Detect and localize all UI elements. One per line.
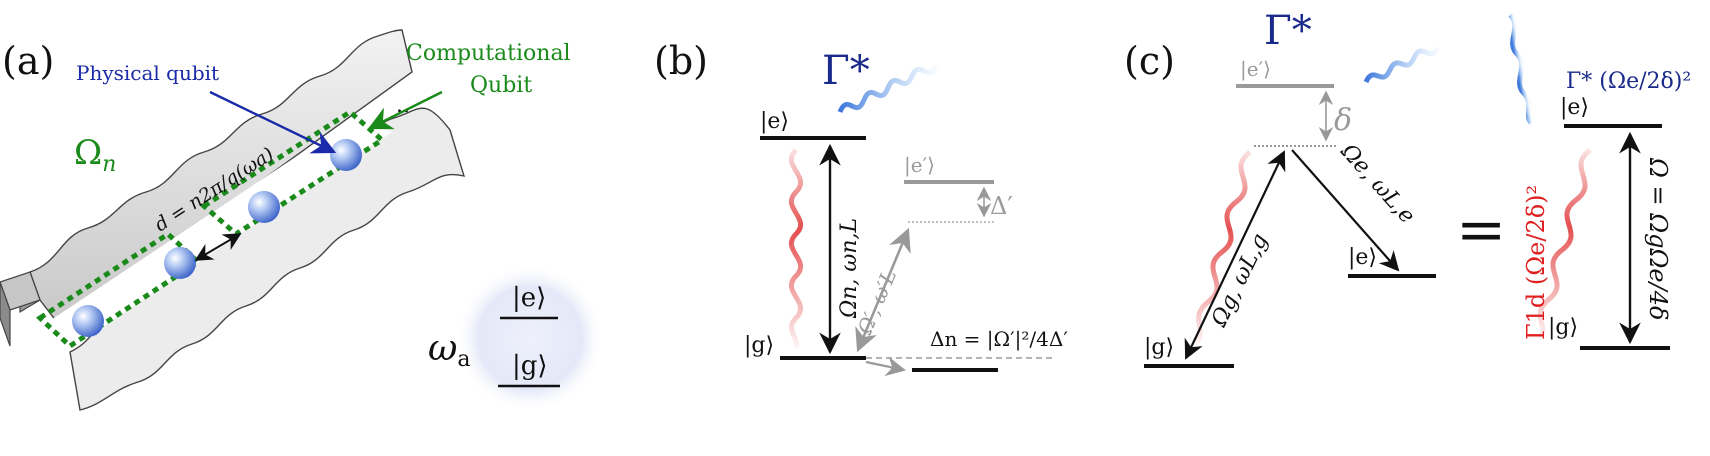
computational-qubit-boxes [35,108,387,350]
panel-c-gamma-eff: Γ* (Ωe/2δ)² [1566,69,1691,94]
computational-box-2 [199,108,387,238]
panel-c-ket-eprime: |e′⟩ [1240,57,1271,82]
computational-qubit-label-line1: Computational [406,41,571,66]
panel-c-ket-e-right: |e⟩ [1560,95,1589,120]
panel-c-emission-wave [1363,46,1441,84]
panel-b-shift-label: Δn = |Ω′|²/4Δ′ [930,327,1068,352]
panel-c-equals: = [1456,195,1506,265]
omega-n-symbol: Ωn [74,133,116,177]
ellipsis: .. [396,93,410,118]
inset-ket-e: |e⟩ [512,283,546,313]
computational-qubit-label-line2: Qubit [470,73,532,98]
panel-c-ket-e-left: |e⟩ [1348,245,1377,270]
back-waveguide-wall [0,29,413,347]
spacing-arrow [194,233,242,261]
waveguide-channel [48,118,392,338]
atoms [72,139,362,337]
panel-b-emission-wave [837,64,939,114]
atom-4 [330,139,362,171]
panel-a-label: (a) [2,39,54,83]
physical-qubit-arrow [209,90,337,154]
omega-a-symbol: ωa [428,328,470,372]
panel-b-ket-e: |e⟩ [760,109,789,134]
panel-c: (c) Γ* |e′⟩ δ |g⟩ |e⟩ Ωg, ωL,g Ωe, ωL,e … [1124,8,1691,368]
computational-qubit-arrow [367,90,443,130]
panel-c-omega-e-label: Ωe, ωL,e [1335,139,1420,229]
panel-b-ket-g: |g⟩ [744,333,774,358]
panel-b-shift-arrow [865,356,906,377]
panel-c-gamma-1d: Γ1d (Ωe/2δ)² [1522,185,1550,340]
panel-c-effective-emission-wave [1508,13,1534,125]
atom-3 [248,191,280,223]
panel-b-offres-arrow [855,227,911,353]
panel-c-omega-eff: Ω = ΩgΩe/4δ [1644,157,1672,320]
panel-c-omega-g-arrow [1184,150,1286,360]
panel-c-label: (c) [1124,39,1175,83]
panel-b-delta-prime: Δ′ [990,192,1013,220]
panel-b-drive-wave [788,148,804,349]
panel-c-gamma-star: Γ* [1264,8,1312,54]
physical-qubit-label: Physical qubit [76,61,219,85]
panel-c-ket-g-right: |g⟩ [1548,315,1578,340]
panel-b: (b) Γ* |e⟩ |e′⟩ Δ′ |g⟩ Ωn, ωn,L Ω′, ω′L … [654,39,1068,377]
atom-halo [456,264,604,412]
panel-c-gamma-1d-wave [1537,148,1592,340]
panel-c-omega-e-arrow [1291,149,1400,272]
panel-b-ket-eprime: |e′⟩ [904,153,935,178]
atom-2 [164,247,196,279]
computational-box-1 [35,230,203,350]
panel-b-label: (b) [654,39,708,83]
panel-b-gamma-star: Γ* [822,48,870,94]
atom-1 [72,305,104,337]
panel-b-drive-label: Ωn, ωn,L [837,218,862,319]
inset-ket-g: |g⟩ [512,351,548,381]
panel-a: (a) d = n2π/q(ωa) .. [0,29,604,412]
panel-c-ket-g-left: |g⟩ [1144,335,1174,360]
panel-c-delta: δ [1334,103,1352,138]
